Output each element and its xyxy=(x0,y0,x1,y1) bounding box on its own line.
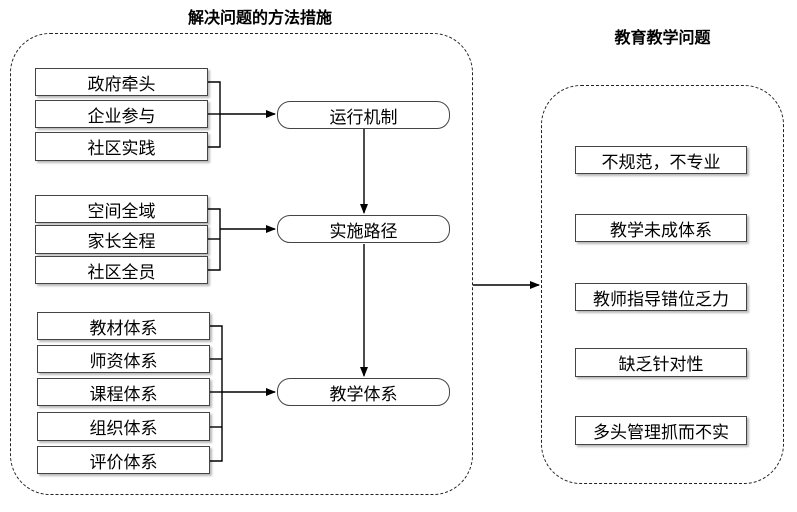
problem-3: 教师指导错位乏力 xyxy=(575,283,747,311)
group1-item-2: 企业参与 xyxy=(35,100,208,128)
problem-1: 不规范，不专业 xyxy=(575,146,747,174)
problem-4: 缺乏针对性 xyxy=(575,348,747,377)
methods-panel xyxy=(10,33,473,495)
group3-item-5: 评价体系 xyxy=(37,446,210,474)
teaching-system-node: 教学体系 xyxy=(277,378,450,406)
problem-5: 多头管理抓而不实 xyxy=(575,416,747,445)
problems-panel xyxy=(541,85,784,484)
group3-item-2: 师资体系 xyxy=(37,345,210,373)
group3-item-4: 组织体系 xyxy=(37,412,210,441)
implementation-path-node: 实施路径 xyxy=(277,215,450,243)
left-panel-title: 解决问题的方法措施 xyxy=(187,8,332,27)
group3-item-3: 课程体系 xyxy=(37,378,210,406)
group1-item-1: 政府牵头 xyxy=(35,68,208,96)
right-panel-title: 教育教学问题 xyxy=(614,28,711,47)
group1-item-3: 社区实践 xyxy=(35,132,208,161)
group2-item-1: 空间全域 xyxy=(35,195,208,223)
problem-2: 教学未成体系 xyxy=(575,214,747,242)
group3-item-1: 教材体系 xyxy=(37,312,210,340)
group2-item-3: 社区全员 xyxy=(35,256,208,284)
group3-bracket xyxy=(210,325,223,462)
mechanism-node: 运行机制 xyxy=(277,101,450,129)
group2-item-2: 家长全程 xyxy=(35,225,208,254)
